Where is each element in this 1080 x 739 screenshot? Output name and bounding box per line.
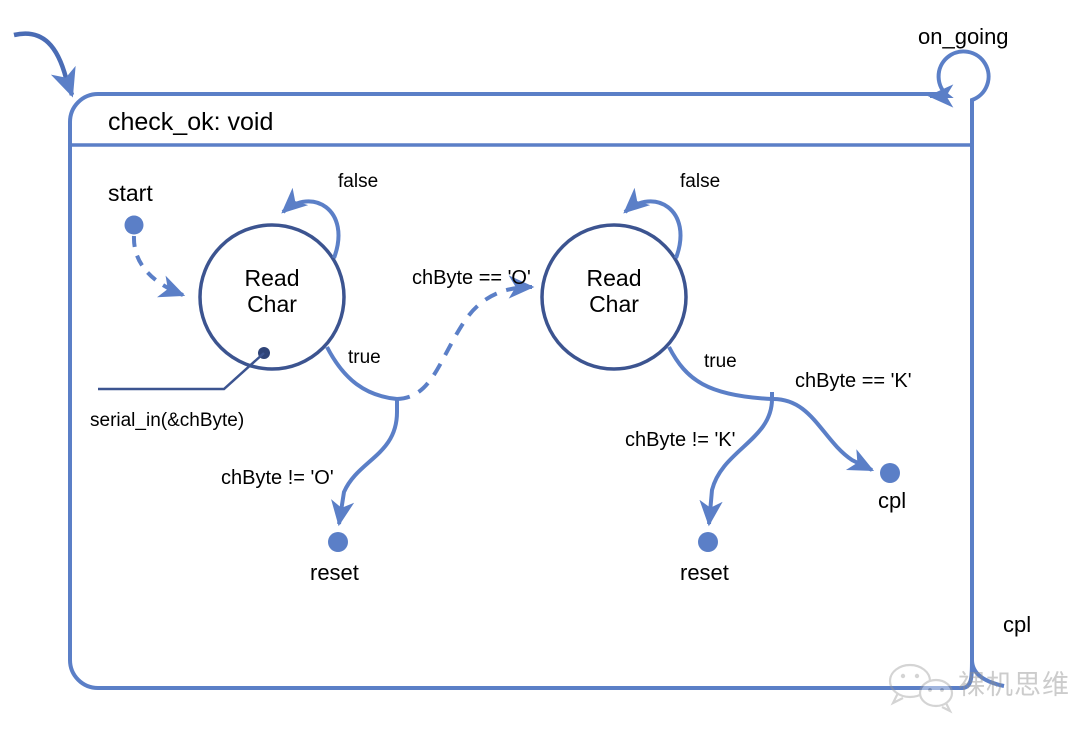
cpl-node-label: cpl — [878, 488, 907, 513]
state-read-char-1-label: Read Char — [222, 265, 322, 318]
state-read-char-2-label: Read Char — [564, 265, 664, 318]
transition-not-equal-k — [698, 398, 774, 552]
on-going-self-loop — [927, 49, 991, 122]
transition-label-not-equal-k: chByte != 'K' — [625, 429, 736, 451]
transition-label-false-2: false — [680, 171, 721, 192]
state-read-char-2-line2: Char — [589, 291, 639, 318]
state-read-char-1-line1: Read — [244, 265, 300, 291]
transition-equal-o — [396, 275, 535, 401]
transition-label-equal-k: chByte == 'K' — [795, 370, 912, 392]
state-read-char-2-line1: Read — [586, 265, 642, 291]
cpl-exit-label: cpl — [1003, 612, 1032, 637]
start-node — [124, 215, 186, 298]
reset-node-1-label: reset — [310, 560, 359, 585]
on-going-label: on_going — [918, 24, 1009, 49]
transition-label-not-equal-o: chByte != 'O' — [221, 467, 334, 489]
transition-equal-k — [771, 396, 900, 483]
transition-true-1 — [325, 346, 399, 412]
transition-label-equal-o: chByte == 'O' — [412, 267, 531, 289]
transition-label-true-1: true — [348, 347, 381, 368]
reset-node-2-label: reset — [680, 560, 729, 585]
composite-state-title: check_ok: void — [108, 108, 274, 136]
entry-transition-arrow — [13, 31, 76, 98]
transition-not-equal-o — [328, 411, 399, 552]
cpl-exit-transition — [952, 620, 1005, 690]
state-read-char-1-line2: Char — [247, 291, 297, 318]
composite-state-container — [68, 92, 974, 690]
wechat-icon — [888, 663, 954, 714]
start-node-label: start — [108, 180, 153, 206]
transition-label-true-2: true — [704, 351, 737, 372]
state-read-char-2 — [540, 187, 688, 371]
state-read-char-1 — [98, 187, 346, 391]
transition-label-false-1: false — [338, 171, 379, 192]
action-note-label: serial_in(&chByte) — [90, 410, 245, 431]
